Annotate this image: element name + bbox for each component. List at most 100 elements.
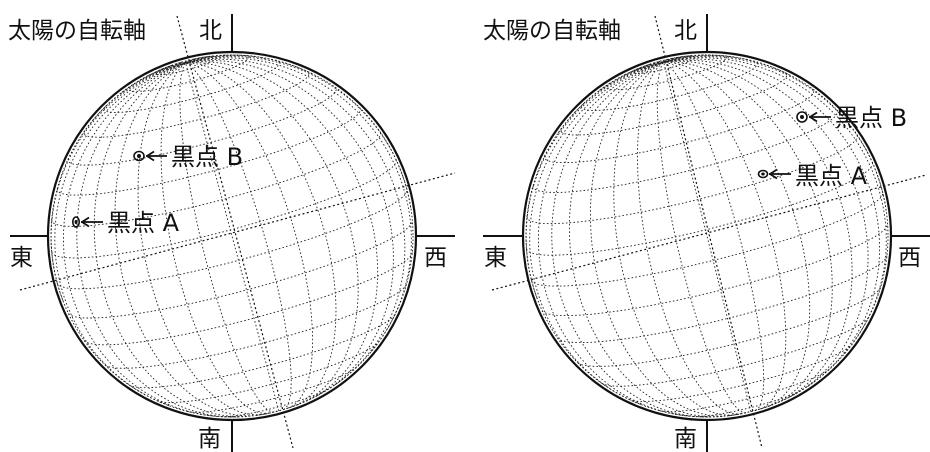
sun-disk <box>46 50 418 422</box>
grid-line <box>185 58 195 64</box>
grid-line <box>544 88 815 164</box>
grid-line <box>728 404 773 417</box>
west-label: 西 <box>898 245 921 271</box>
grid-line <box>526 134 858 225</box>
grid-line <box>83 252 413 346</box>
east-label: 東 <box>10 245 33 271</box>
equator-line <box>19 172 456 291</box>
grid-line <box>93 62 251 418</box>
grid-line <box>613 61 737 416</box>
sunspot-a: 黒点 A <box>757 162 868 190</box>
grid-line <box>185 62 280 411</box>
grid-line <box>185 55 214 64</box>
grid-line <box>83 70 310 138</box>
sunspot-a-arrow-head <box>769 168 778 180</box>
rotation-axis-title: 太陽の自転軸 <box>8 18 146 44</box>
grid-line <box>56 107 361 196</box>
sunspot-b: 黒点 B <box>133 143 243 171</box>
sun-disk-inner-ring <box>525 54 889 418</box>
grid-line <box>589 61 733 417</box>
grid-line <box>663 59 869 398</box>
east-label: 東 <box>484 245 507 271</box>
lat-long-grid <box>525 54 889 418</box>
grid-line <box>81 62 186 136</box>
sunspot-a-marker <box>72 216 81 228</box>
sunspot-b-marker <box>133 150 145 162</box>
rotation-axis-line <box>176 15 294 449</box>
grid-line <box>525 61 664 298</box>
sunspot-a-label: 黒点 A <box>107 209 180 237</box>
grid-line <box>663 60 853 403</box>
grid-line <box>637 61 742 415</box>
grid-line <box>104 284 407 369</box>
grid-line <box>663 57 678 63</box>
grid-line <box>530 192 884 287</box>
grid-line <box>663 61 811 409</box>
grid-line <box>67 86 337 166</box>
grid-line <box>599 61 664 91</box>
sunspot-b-core <box>800 115 804 119</box>
grid-line <box>185 58 406 386</box>
grid-line <box>185 55 313 75</box>
sunspot-a-core <box>74 220 78 224</box>
grid-line <box>537 61 690 417</box>
grid-line <box>551 61 711 418</box>
grid-line <box>137 62 266 416</box>
grid-line <box>220 386 333 418</box>
grid-line <box>160 62 270 414</box>
grid-line <box>185 62 359 406</box>
sunspot-b: 黒点 B <box>796 104 907 132</box>
sunspot-b-arrow-head <box>809 111 818 123</box>
grid-line <box>51 131 381 227</box>
grid-line <box>663 57 887 355</box>
grid-line <box>185 59 191 64</box>
equator-line <box>491 174 927 291</box>
sunspot-b-core <box>137 154 141 158</box>
grid-line <box>568 61 723 418</box>
grid-line <box>114 62 262 417</box>
grid-line <box>601 316 870 387</box>
grid-line <box>663 55 692 63</box>
grid-line <box>185 62 337 408</box>
grid-line <box>532 109 838 193</box>
grid-line <box>541 224 889 317</box>
west-label: 西 <box>424 245 447 271</box>
grid-line <box>663 61 833 407</box>
grid-line <box>185 57 412 352</box>
sunspot-a: 黒点 A <box>72 209 180 237</box>
rotation-axis-line <box>654 15 763 449</box>
south-label: 南 <box>198 426 221 452</box>
north-label: 北 <box>674 18 697 44</box>
grid-line <box>663 56 887 211</box>
grid-line <box>663 58 881 387</box>
sunspot-b-label: 黒点 B <box>171 143 243 171</box>
grid-line <box>185 60 394 397</box>
grid-line <box>656 61 746 414</box>
sunspot-a-arrow-head <box>81 216 90 228</box>
panel-right: 太陽の自転軸 北 南 東 西 黒点 B 黒点 A <box>483 14 930 452</box>
sunspot-b-arrow-head <box>146 150 155 162</box>
grid-line <box>128 313 396 389</box>
sun-disk-inner-ring <box>50 54 414 418</box>
grid-line <box>663 58 669 63</box>
sunspot-a-core <box>761 172 765 176</box>
south-label: 南 <box>674 426 697 452</box>
sunspot-a-label: 黒点 A <box>795 162 868 190</box>
sunspot-b-marker <box>796 111 808 123</box>
grid-line <box>50 62 186 301</box>
lat-long-grid <box>50 54 413 418</box>
grid-line <box>663 55 790 76</box>
sunspot-a-marker <box>757 169 769 179</box>
grid-line <box>185 61 379 402</box>
grid-line <box>556 255 888 344</box>
grid-line <box>179 62 275 413</box>
north-label: 北 <box>199 18 222 44</box>
grid-line <box>663 61 752 412</box>
panel-left: 太陽の自転軸 北 南 東 西 黒点 B 黒点 A <box>8 14 456 452</box>
grid-line <box>577 287 881 367</box>
grid-line <box>529 61 664 405</box>
grid-line <box>157 341 380 404</box>
grid-line <box>121 62 186 93</box>
grid-line <box>185 62 292 410</box>
